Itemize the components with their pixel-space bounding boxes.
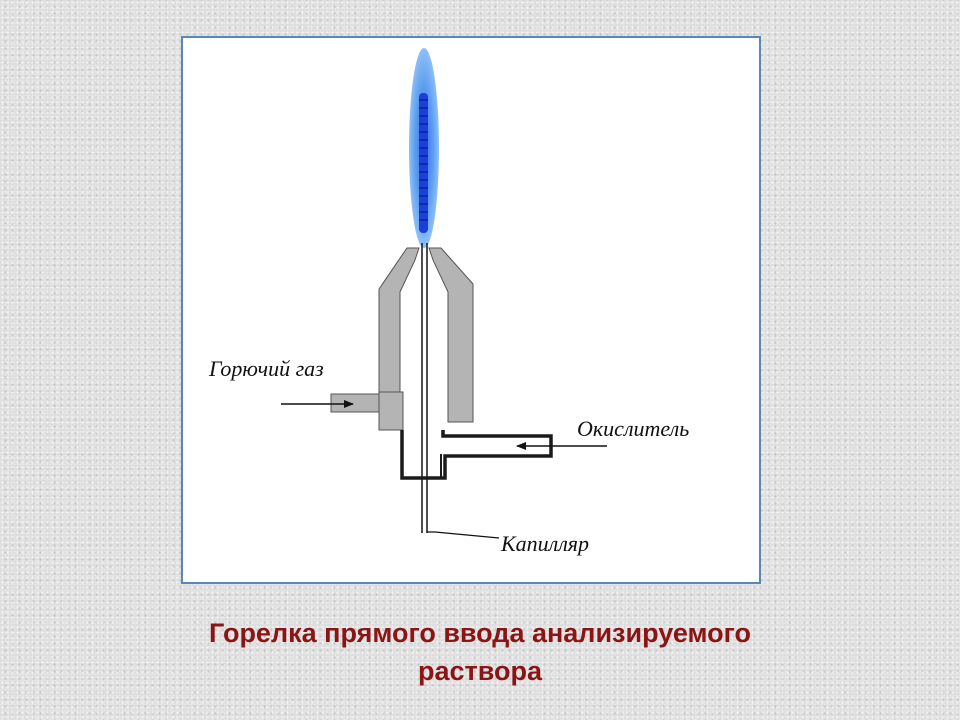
flame-core: [419, 93, 428, 233]
caption-line-1: Горелка прямого ввода анализируемого: [208, 618, 752, 648]
oxidizer-label: Окислитель: [577, 416, 689, 441]
capillary-label: Капилляр: [500, 531, 589, 556]
fuel-gas-inlet-tube: [330, 393, 382, 413]
flame: [409, 48, 439, 248]
fuel-gas-label: Горючий газ: [208, 356, 324, 381]
slide-caption: Горелка прямого ввода анализируемого рас…: [0, 614, 960, 690]
caption-line-2: раствора: [418, 656, 542, 686]
capillary-leader-line: [427, 531, 500, 539]
burner-lower-left-block: [378, 391, 404, 431]
diagram-panel: Горючий газ Окислитель Капилляр: [181, 36, 761, 584]
burner-right-wall: [428, 247, 474, 423]
capillary-tube: [421, 243, 428, 533]
oxidizer-channel: [400, 430, 553, 480]
burner-diagram: Горючий газ Окислитель Капилляр: [208, 48, 689, 556]
burner-body: [330, 247, 474, 431]
